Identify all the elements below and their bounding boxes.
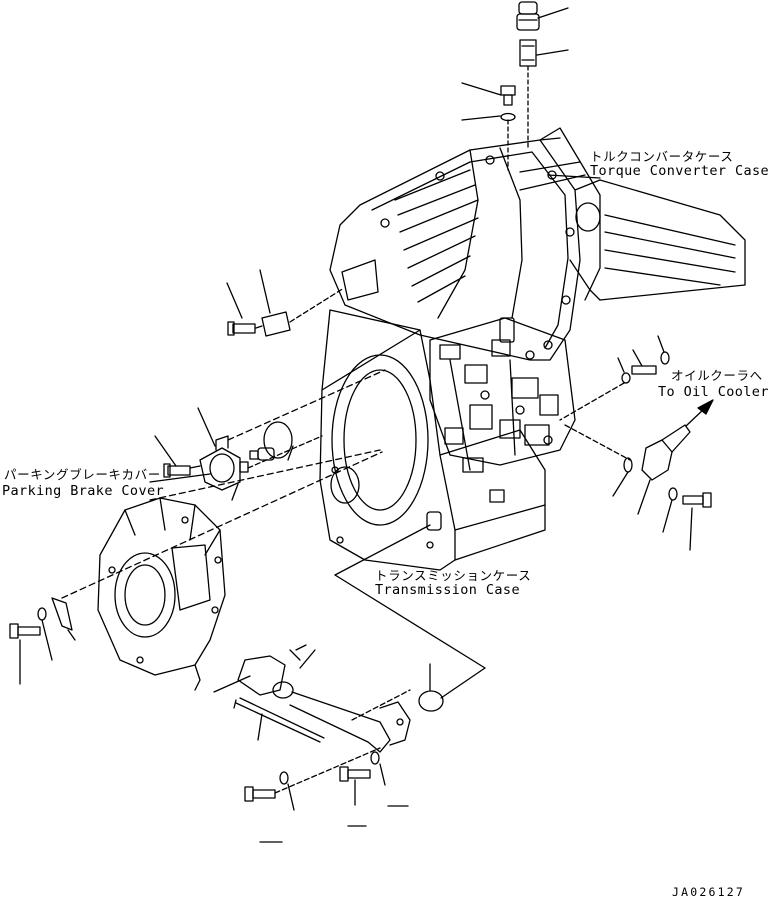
parking-brake-parts — [155, 370, 385, 500]
cover-bolts — [10, 598, 75, 684]
small-cover — [227, 260, 378, 336]
label-leaders — [150, 162, 585, 482]
torque-converter-case-jp-label: トルクコンバータケース — [590, 149, 734, 164]
drawing-code: JA026127 — [672, 885, 745, 899]
oil-pipe-assembly — [214, 525, 485, 752]
top-plug-part — [517, 2, 539, 30]
transmission-case — [320, 310, 545, 570]
torque-converter-case-en-label: Torque Converter Case — [590, 163, 768, 179]
top-sleeve-part — [520, 40, 536, 66]
top-bolt-part — [501, 86, 515, 105]
parking-brake-cover-en-label: Parking Brake Cover — [2, 483, 165, 499]
parking-brake-cover — [62, 450, 382, 690]
oil-cooler-en-label: To Oil Cooler — [658, 384, 768, 400]
control-valve — [430, 318, 575, 502]
torque-converter-case — [330, 128, 745, 360]
pipe-bolts — [245, 748, 408, 842]
transmission-case-en-label: Transmission Case — [375, 582, 520, 598]
parking-brake-cover-jp-label: パーキングブレーキカバー — [4, 467, 161, 482]
transmission-case-jp-label: トランスミッションケース — [375, 568, 532, 583]
oil-cooler-parts — [560, 336, 713, 550]
oil-cooler-jp-label: オイルクーラへ — [671, 368, 763, 383]
